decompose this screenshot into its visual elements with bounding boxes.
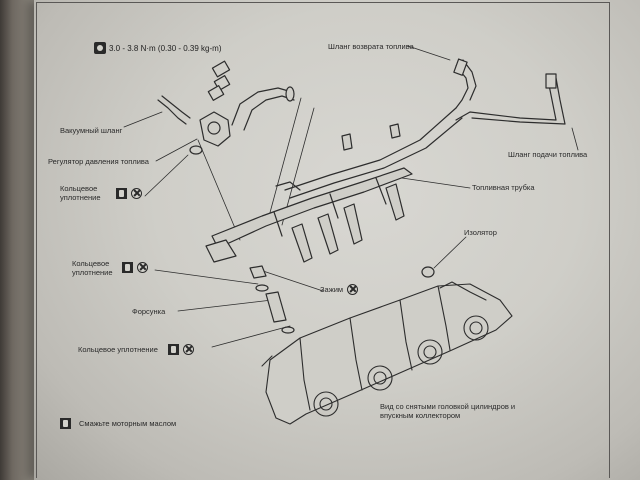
- bolt-part: [207, 60, 231, 101]
- label-vacuum-hose: Вакуумный шланг: [60, 126, 123, 135]
- label-return-hose: Шланг возврата топлива: [328, 42, 414, 51]
- legend: Смажьте моторным маслом: [60, 418, 176, 429]
- feed-hose: [455, 73, 566, 125]
- lube-oil-icon: [122, 262, 133, 273]
- rail-bolts: [341, 123, 401, 151]
- label-o-ring-3: Кольцевое уплотнение: [78, 345, 158, 354]
- intake-manifold: [261, 281, 513, 425]
- do-not-reuse-icon: [137, 262, 148, 273]
- label-o-ring-2: Кольцевое уплотнение: [72, 259, 113, 277]
- do-not-reuse-icon: [182, 344, 194, 355]
- rail-injectors: [291, 183, 405, 263]
- lube-oil-icon: [60, 418, 71, 429]
- regulator-hose: [231, 86, 295, 131]
- label-fuel-tube: Топливная трубка: [472, 183, 535, 192]
- label-clamp: Зажим: [320, 285, 344, 294]
- label-o-ring-1: Кольцевое уплотнение: [60, 184, 101, 202]
- vacuum-hose: [157, 95, 191, 125]
- do-not-reuse-icon: [131, 188, 142, 199]
- o-ring-2-symbols: [122, 262, 148, 273]
- clamp-label-row: Зажим: [320, 284, 359, 295]
- label-injector: Форсунка: [132, 307, 166, 316]
- torque-wrench-icon: [94, 42, 106, 54]
- pressure-regulator: [189, 111, 231, 155]
- leader-lines: [123, 45, 579, 348]
- torque-spec: 3.0 - 3.8 N·m (0.30 - 0.39 kg-m): [94, 42, 221, 54]
- lube-oil-icon: [167, 344, 179, 355]
- legend-lube-text: Смажьте моторным маслом: [79, 419, 177, 428]
- return-hose: [453, 58, 477, 109]
- label-insulator: Изолятор: [464, 228, 497, 237]
- label-feed-hose: Шланг подачи топлива: [508, 150, 588, 159]
- label-pressure-regulator: Регулятор давления топлива: [48, 157, 149, 166]
- lube-oil-icon: [116, 188, 127, 199]
- view-note: Вид со снятыми головкой цилиндров и впус…: [380, 402, 516, 420]
- do-not-reuse-icon: [347, 284, 359, 295]
- fuel-rail: [205, 167, 413, 263]
- injector-detail: [255, 284, 295, 334]
- clamp-part: [249, 265, 267, 279]
- o-ring-3-label-row: Кольцевое уплотнение: [78, 344, 194, 355]
- insulator-part: [421, 266, 435, 278]
- fuel-tube: [275, 107, 463, 199]
- o-ring-1-symbols: [116, 188, 142, 199]
- torque-value: 3.0 - 3.8 N·m (0.30 - 0.39 kg-m): [109, 43, 222, 53]
- page-frame: [36, 2, 610, 478]
